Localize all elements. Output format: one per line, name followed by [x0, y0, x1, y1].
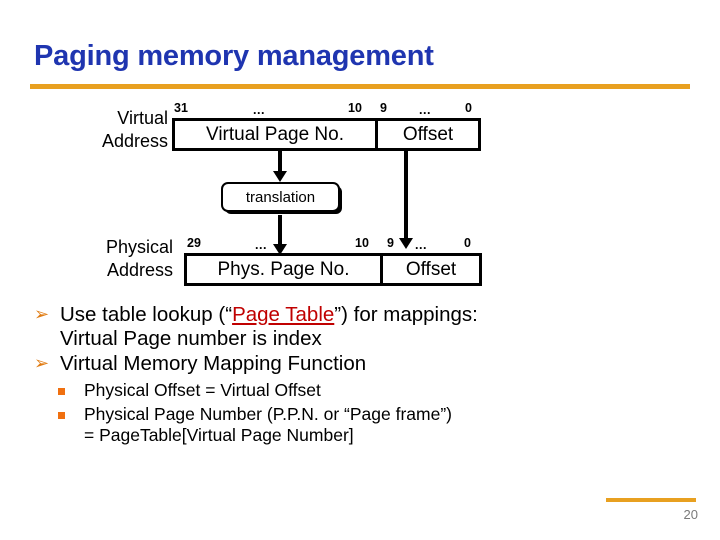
physical-bit-9: 9: [387, 236, 394, 250]
phys-page-no-cell: Phys. Page No.: [187, 256, 383, 283]
physical-address-label-line1: Physical: [105, 237, 173, 257]
virtual-address-label-line1: Virtual: [117, 108, 168, 128]
page-table-link[interactable]: Page Table: [232, 303, 335, 326]
vpn-to-translation-arrowhead: [273, 171, 287, 182]
physical-bit-29: 29: [187, 236, 201, 250]
footer-divider-rule: [606, 498, 696, 502]
bullet-item-1: ➢ Use table lookup (“Page Table”) for ma…: [32, 303, 692, 351]
bullet-1-post: ”) for mappings:: [334, 303, 478, 326]
offset-passthrough-arrowhead: [399, 238, 413, 249]
translation-to-ppn-arrowhead: [273, 244, 287, 255]
offset-passthrough-line: [404, 151, 408, 240]
bullet-list: ➢ Use table lookup (“Page Table”) for ma…: [32, 303, 692, 447]
vpn-to-translation-line: [278, 151, 282, 173]
sub-bullet-item-2: Physical Page Number (P.P.N. or “Page fr…: [32, 404, 692, 447]
page-number: 20: [683, 507, 698, 522]
translation-to-ppn-line: [278, 212, 282, 248]
phys-offset-cell: Offset: [405, 258, 457, 280]
virtual-address-label-line2: Address: [101, 131, 168, 152]
physical-bits-dots-right: ...: [415, 238, 427, 252]
physical-address-label-line2: Address: [106, 260, 173, 281]
virtual-bit-9: 9: [380, 101, 387, 115]
physical-address-box: Phys. Page No. Offset: [184, 253, 482, 286]
arrow-bullet-icon: ➢: [34, 304, 50, 324]
page-title: Paging memory management: [34, 40, 434, 72]
title-divider-rule: [30, 84, 690, 89]
bullet-1-continuation: Virtual Page number is index: [60, 327, 322, 351]
bullet-1-pre: Use table lookup (“: [60, 303, 233, 326]
arrow-bullet-icon: ➢: [34, 353, 50, 374]
paging-diagram: Virtual Address 31 ... 10 9 ... 0 Virtua…: [48, 101, 482, 286]
physical-bits-dots-left: ...: [255, 238, 267, 252]
virtual-bit-10: 10: [348, 101, 362, 115]
translation-box: translation: [221, 182, 340, 212]
bullet-item-2: ➢ Virtual Memory Mapping Function: [32, 352, 692, 376]
sub-bullet-1-text: Physical Offset = Virtual Offset: [84, 379, 321, 400]
virtual-offset-cell: Offset: [402, 123, 454, 145]
virtual-bits-dots-right: ...: [419, 103, 431, 117]
square-bullet-icon: [58, 387, 65, 395]
physical-bit-10: 10: [355, 236, 369, 250]
sub-bullet-2-continuation: = PageTable[Virtual Page Number]: [84, 425, 354, 446]
virtual-bit-0: 0: [465, 101, 472, 115]
virtual-address-box: Virtual Page No. Offset: [172, 118, 481, 151]
bullet-2-text: Virtual Memory Mapping Function: [60, 352, 367, 376]
physical-bit-0: 0: [464, 236, 471, 250]
sub-bullet-2-text: Physical Page Number (P.P.N. or “Page fr…: [84, 403, 452, 424]
virtual-address-label: Virtual Address: [58, 107, 168, 153]
virtual-bit-31: 31: [174, 101, 188, 115]
virtual-bits-dots-left: ...: [253, 103, 265, 117]
physical-address-label: Physical Address: [48, 236, 173, 282]
virtual-page-no-cell: Virtual Page No.: [175, 121, 378, 148]
square-bullet-icon: [58, 411, 65, 419]
sub-bullet-item-1: Physical Offset = Virtual Offset: [32, 380, 692, 401]
